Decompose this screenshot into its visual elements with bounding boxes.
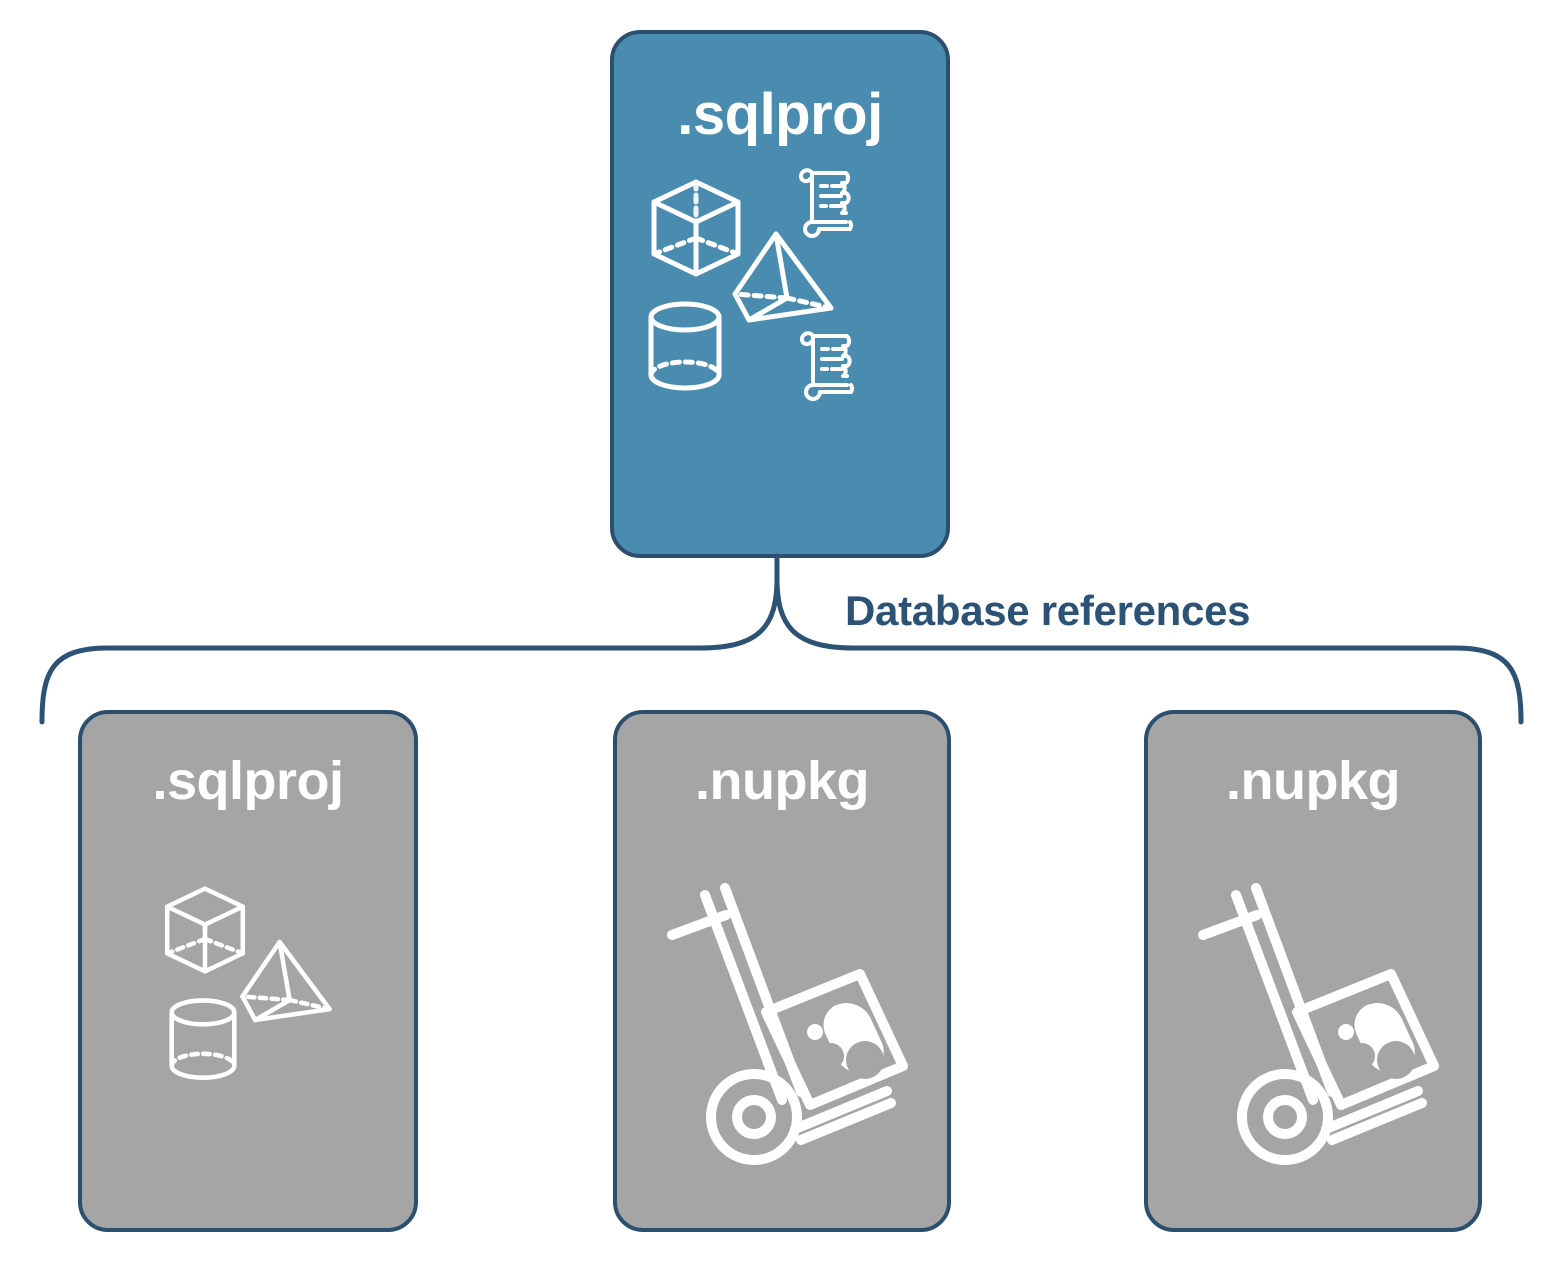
node-child-sqlproj[interactable]: .sqlproj xyxy=(78,710,418,1232)
node-child-nupkg-1[interactable]: .nupkg xyxy=(613,710,951,1232)
hand-truck-package-icon xyxy=(667,883,908,1165)
cube-icon xyxy=(651,179,741,277)
parent-icon-group xyxy=(614,144,946,554)
pyramid-icon xyxy=(732,231,834,323)
script-scroll-icon xyxy=(798,168,854,238)
node-child-nupkg-2-label: .nupkg xyxy=(1226,751,1400,811)
child-sqlproj-icon-group xyxy=(82,808,414,1228)
cylinder-icon xyxy=(169,998,237,1081)
node-parent-sqlproj[interactable]: .sqlproj xyxy=(610,30,950,558)
hand-truck-package-icon xyxy=(1198,883,1439,1165)
script-scroll-icon xyxy=(799,331,855,401)
child-nupkg-2-icon-group xyxy=(1148,808,1478,1228)
child-nupkg-1-icon-group xyxy=(617,808,947,1228)
node-child-nupkg-2[interactable]: .nupkg xyxy=(1144,710,1482,1232)
cube-icon xyxy=(164,886,246,974)
brace-label-database-references: Database references xyxy=(845,587,1251,634)
pyramid-icon xyxy=(240,939,332,1023)
cylinder-icon xyxy=(648,301,722,391)
node-child-sqlproj-label: .sqlproj xyxy=(152,751,344,811)
node-parent-label: .sqlproj xyxy=(677,82,883,147)
node-child-nupkg-1-label: .nupkg xyxy=(695,751,869,811)
